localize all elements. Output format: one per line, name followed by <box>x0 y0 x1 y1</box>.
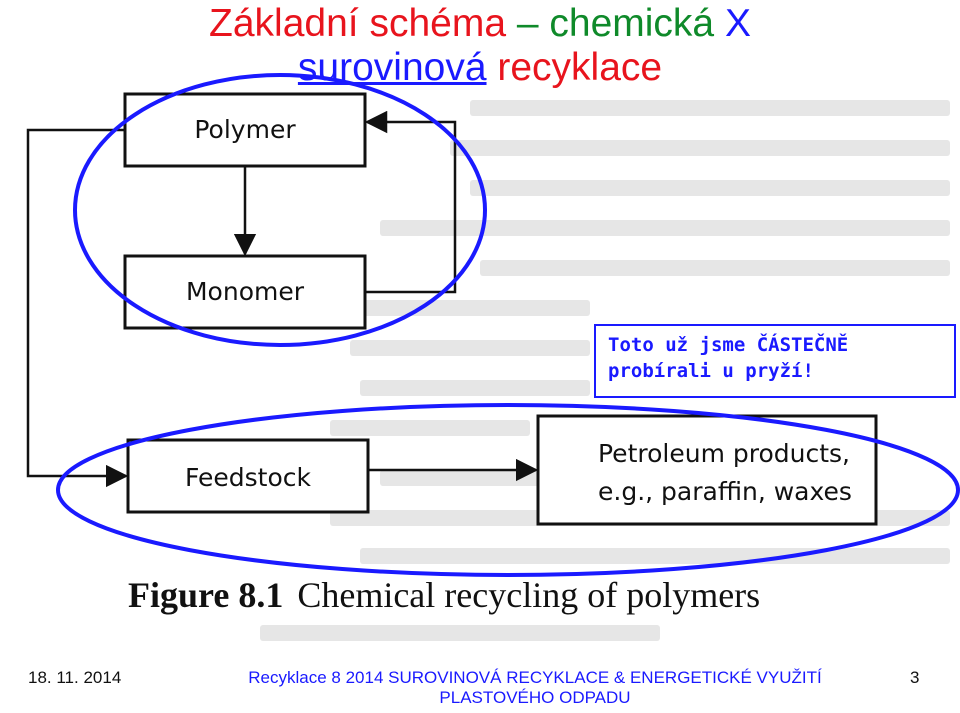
polymer-label: Polymer <box>194 115 296 144</box>
highlight-ellipse-bottom <box>56 403 960 577</box>
slide-title-line2: surovinová recyklace <box>0 46 960 90</box>
petroleum-box <box>536 414 878 526</box>
figure-caption: Figure 8.1 Chemical recycling of polymers <box>128 574 760 616</box>
arrow-polymer-to-feedstock <box>26 128 129 488</box>
footer-page-number: 3 <box>910 668 920 687</box>
title-x: X <box>724 2 751 45</box>
monomer-label: Monomer <box>186 277 305 306</box>
title-part1: Základní schéma <box>209 2 517 45</box>
monomer-box <box>123 254 367 330</box>
note-line2: probírali u pryží! <box>608 360 814 382</box>
feedstock-label: Feedstock <box>185 463 312 492</box>
arrow-monomer-to-polymer <box>364 110 457 294</box>
petroleum-label-line1: Petroleum products, <box>598 439 850 468</box>
slide-title-line1: Základní schéma – chemická X <box>0 2 960 46</box>
footer-course-title: Recyklace 8 2014 SUROVINOVÁ RECYKLACE & … <box>180 668 890 708</box>
figure-number: Figure 8.1 <box>128 575 284 615</box>
highlight-ellipse-top <box>73 73 487 347</box>
footer-course-line1: Recyklace 8 2014 SUROVINOVÁ RECYKLACE & … <box>248 668 822 687</box>
title-part2: chemická <box>538 2 725 45</box>
footer-date: 18. 11. 2014 <box>28 668 122 687</box>
title-line2b: recyklace <box>486 46 663 89</box>
figure-caption-text: Chemical recycling of polymers <box>297 575 761 615</box>
petroleum-label-line2: e.g., paraffin, waxes <box>598 477 852 506</box>
footer-course-line2: PLASTOVÉHO ODPADU <box>439 688 631 707</box>
feedstock-box <box>126 438 370 514</box>
note-line1: Toto už jsme ČÁSTEČNĚ <box>608 334 849 356</box>
polymer-box <box>123 92 367 168</box>
title-line2a: surovinová <box>297 46 487 89</box>
title-dash: – <box>516 2 539 45</box>
note-box: Toto už jsme ČÁSTEČNĚ probírali u pryží! <box>594 324 956 398</box>
